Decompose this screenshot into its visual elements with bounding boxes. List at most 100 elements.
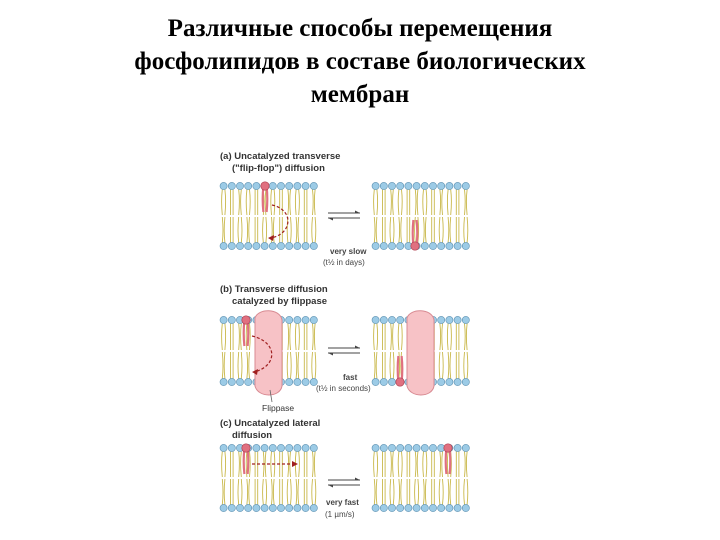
lipid-headgroup <box>260 444 269 452</box>
lipid-headgroup <box>268 444 277 452</box>
lipid-tail <box>401 189 403 216</box>
lipid-headgroup <box>437 242 446 250</box>
lipid-headgroup <box>388 378 396 386</box>
lipid-tail <box>373 323 375 351</box>
lipid-tail <box>297 216 300 243</box>
lipid-tail <box>442 216 444 243</box>
lipid-tail <box>246 478 249 505</box>
lipid-tail <box>400 478 402 505</box>
lipid-tail <box>298 189 300 216</box>
lipid-tail <box>264 189 267 216</box>
lipid-headgroup <box>236 504 244 512</box>
panel-b-rate-detail: (t½ in seconds) <box>316 384 371 393</box>
lipid-tail <box>465 451 468 478</box>
lipid-headgroup <box>285 316 294 324</box>
lipid-headgroup <box>412 444 421 452</box>
lipid-tail <box>465 323 468 351</box>
lipid-tail <box>224 323 227 351</box>
lipid-tail <box>375 478 378 505</box>
lipid-tail <box>392 189 394 216</box>
lipid-headgroup <box>268 182 277 190</box>
lipid-headgroup <box>453 316 462 324</box>
lipid-headgroup <box>461 316 470 324</box>
lipid-headgroup <box>453 504 462 512</box>
lipid-tail <box>298 451 300 478</box>
lipid-tail <box>295 216 298 243</box>
lipid-tail <box>447 478 450 505</box>
lipid-headgroup <box>244 378 253 386</box>
lipid-tail <box>221 451 223 478</box>
lipid-headgroup <box>219 378 228 386</box>
lipid-tail <box>438 351 441 379</box>
lipid-headgroup <box>404 182 413 190</box>
lipid-headgroup <box>412 182 421 190</box>
lipid-headgroup <box>260 504 269 512</box>
lipid-headgroup <box>301 316 310 324</box>
lipid-tail <box>313 451 316 478</box>
lipid-tail <box>449 216 452 243</box>
lipid-tail <box>376 451 379 478</box>
lipid-tail <box>417 478 420 505</box>
lipid-tail <box>249 189 251 216</box>
lipid-headgroup <box>309 242 318 250</box>
highlighted-lipid-headgroup <box>410 241 420 251</box>
lipid-headgroup <box>244 242 253 250</box>
flip-flop-arrowhead-icon <box>268 235 274 241</box>
panel-c-equilibrium-arrows-icon <box>328 477 360 488</box>
lipid-tail <box>286 478 289 505</box>
lipid-tail <box>249 323 251 351</box>
lipid-headgroup <box>227 444 236 452</box>
lipid-tail <box>466 216 469 243</box>
panel-a-heading-line-1: (a) Uncatalyzed transverse <box>220 151 340 162</box>
lipid-headgroup <box>252 242 261 250</box>
lipid-tail <box>466 478 469 505</box>
lipid-headgroup <box>404 444 413 452</box>
panel-a-rate: very slow <box>330 247 367 256</box>
lipid-tail <box>373 189 375 216</box>
lipid-tail <box>273 189 276 216</box>
lipid-tail <box>392 351 395 379</box>
lipid-headgroup <box>379 504 388 512</box>
lipid-tail <box>392 478 395 505</box>
panel-a-rate-detail: (t½ in days) <box>323 258 365 267</box>
lipid-headgroup <box>309 378 318 386</box>
lipid-headgroup <box>371 504 380 512</box>
lipid-headgroup <box>301 504 310 512</box>
lipid-tail <box>392 451 394 478</box>
panel-a-highlighted-lipid-bottom <box>410 219 420 251</box>
lipid-tail <box>246 216 249 243</box>
lipid-headgroup <box>236 242 244 250</box>
lipid-tail <box>442 351 444 379</box>
lipid-tail <box>422 451 424 478</box>
lipid-tail <box>311 478 313 505</box>
page-title: Различные способы перемещения фосфолипид… <box>0 12 720 111</box>
lipid-tail <box>390 323 392 351</box>
lipid-headgroup <box>453 182 462 190</box>
lipid-tail <box>447 351 450 379</box>
lipid-tail <box>311 351 313 379</box>
lipid-tail <box>287 323 290 351</box>
lipid-headgroup <box>309 444 318 452</box>
flippase-label-leader <box>269 389 273 403</box>
lipid-headgroup <box>379 316 388 324</box>
lipid-headgroup <box>379 182 388 190</box>
lipid-tail <box>289 189 291 216</box>
panel-a-heading-line-2: ("flip-flop") diffusion <box>232 163 325 174</box>
lipid-headgroup <box>236 378 244 386</box>
lipid-headgroup <box>388 182 396 190</box>
flippase-transport-arrowhead-icon <box>252 369 258 375</box>
lipid-headgroup <box>227 378 236 386</box>
panel-c-highlighted-lipid-start <box>241 443 251 475</box>
panel-b-heading-line-1: (b) Transverse diffusion <box>220 284 328 295</box>
lipid-headgroup <box>285 444 294 452</box>
highlighted-lipid-headgroup <box>241 443 251 453</box>
lipid-headgroup <box>268 504 277 512</box>
lipid-headgroup <box>371 378 380 386</box>
lipid-tail <box>272 216 275 243</box>
lipid-headgroup <box>437 316 446 324</box>
lipid-tail <box>262 478 264 505</box>
lipid-tail <box>271 216 273 243</box>
lipid-tail <box>397 451 400 478</box>
lipid-headgroup <box>277 242 285 250</box>
lipid-headgroup <box>453 378 462 386</box>
